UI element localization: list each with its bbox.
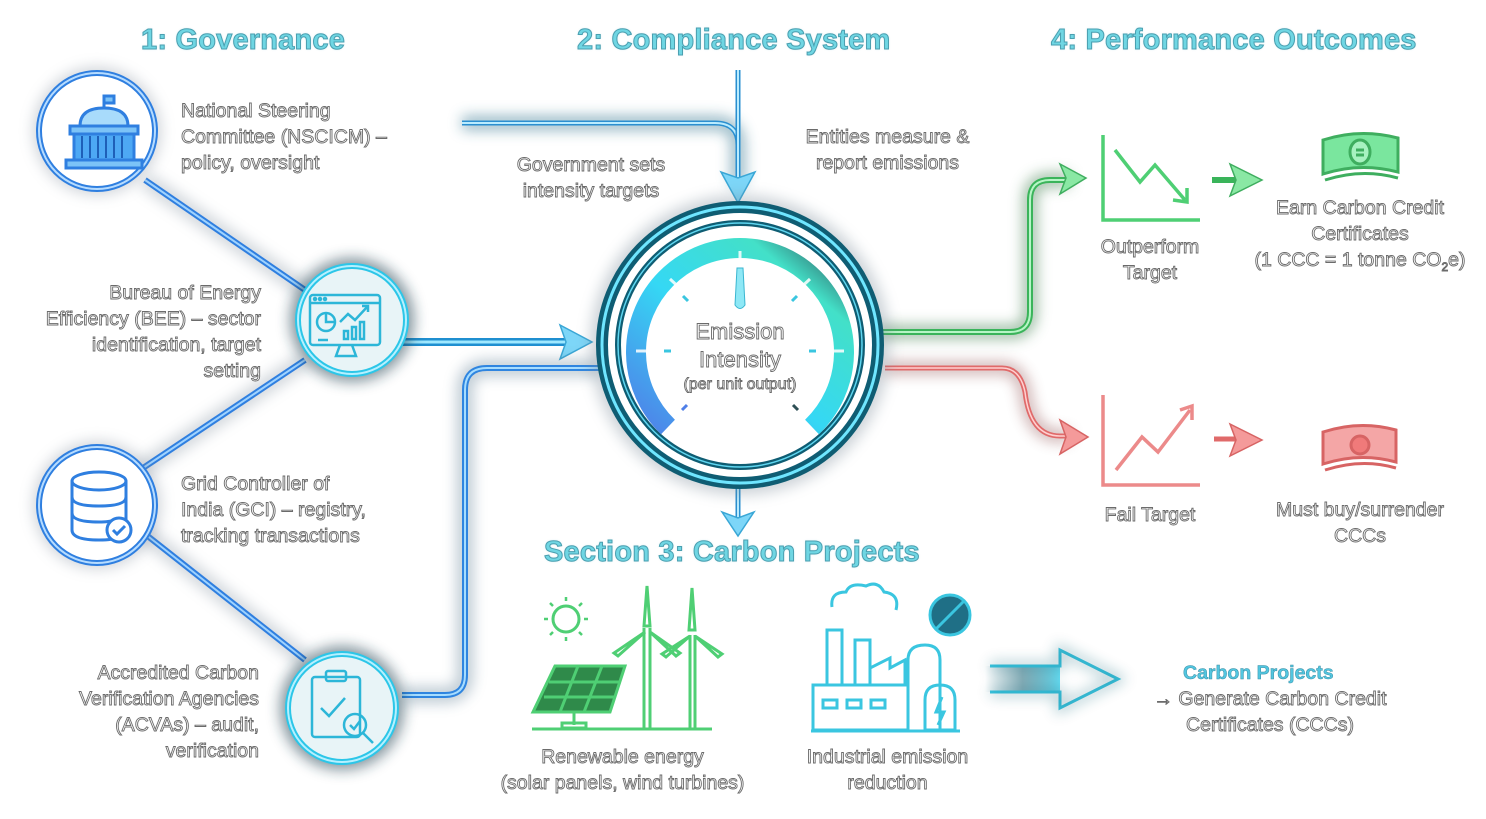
co2-subscript: 2 bbox=[1441, 259, 1449, 274]
acva-line2: Verification Agencies bbox=[79, 688, 260, 711]
outcomes-title: 4: Performance Outcomes bbox=[1051, 24, 1417, 57]
nscicm-label: National Steering Committee (NSCICM) – p… bbox=[181, 98, 388, 176]
entities-note-line2: report emissions bbox=[815, 152, 960, 175]
gci-line1: Grid Controller of bbox=[181, 473, 330, 496]
government-note-line2: intensity targets bbox=[522, 180, 660, 203]
projects-arrow bbox=[720, 488, 756, 538]
sun-icon bbox=[544, 597, 588, 641]
gci-line2: India (GCI) – registry, bbox=[181, 499, 367, 522]
gauge-line2: Intensity bbox=[699, 347, 782, 373]
clipboard-audit-icon bbox=[310, 669, 374, 744]
carbon-projects-result: → Generate Carbon Credit Certificates (C… bbox=[1130, 686, 1410, 738]
nscicm-line3: policy, oversight bbox=[181, 152, 320, 175]
government-sets-note: Government sets intensity targets bbox=[500, 152, 682, 204]
chart-down-icon bbox=[1101, 135, 1200, 222]
earn-line3: (1 CCC = 1 tonne CO2e) bbox=[1240, 247, 1480, 280]
governance-title: 1: Governance bbox=[140, 24, 346, 57]
renewable-line2: (solar panels, wind turbines) bbox=[500, 772, 745, 795]
gauge-line1: Emission bbox=[695, 319, 785, 345]
money-red-icon bbox=[1321, 423, 1398, 472]
acva-to-gauge-path bbox=[402, 360, 600, 703]
solar-panel-icon bbox=[530, 664, 628, 730]
factory-emission-icon bbox=[811, 582, 972, 733]
acva-label: Accredited Carbon Verification Agencies … bbox=[79, 660, 260, 764]
governance-node-bee[interactable] bbox=[290, 258, 414, 382]
governance-node-acva[interactable] bbox=[280, 646, 404, 770]
bee-line1: Bureau of Energy bbox=[109, 282, 262, 305]
acva-line3: (ACVAs) – audit, bbox=[115, 714, 260, 737]
compliance-title: 2: Compliance System bbox=[576, 24, 891, 57]
carbon-projects-result-title: Carbon Projects bbox=[1183, 662, 1334, 685]
outperform-label: Outperform Target bbox=[1080, 234, 1220, 286]
earn-line2: Certificates bbox=[1311, 223, 1409, 246]
target-arrow bbox=[462, 70, 757, 205]
must-buy-label: Must buy/surrender CCCs bbox=[1240, 497, 1480, 549]
chart-up-icon bbox=[1101, 395, 1200, 487]
nscicm-line1: National Steering bbox=[181, 100, 331, 123]
failure-path bbox=[885, 362, 1264, 458]
emission-intensity-gauge[interactable] bbox=[590, 195, 890, 495]
result-line1: → Generate Carbon Credit bbox=[1153, 688, 1387, 711]
industrial-label: Industrial emission reduction bbox=[780, 744, 995, 796]
renewable-label: Renewable energy (solar panels, wind tur… bbox=[480, 744, 765, 796]
earn-ccc-label: Earn Carbon Credit Certificates (1 CCC =… bbox=[1240, 195, 1480, 280]
nscicm-line2: Committee (NSCICM) – bbox=[181, 126, 388, 149]
must-buy-line1: Must buy/surrender bbox=[1276, 499, 1445, 522]
projects-result-arrow bbox=[985, 642, 1129, 716]
earn-line3-text: (1 CCC = 1 tonne CO bbox=[1254, 249, 1442, 272]
industrial-line2: reduction bbox=[847, 772, 928, 795]
acva-line4: verification bbox=[165, 740, 259, 763]
earn-line1: Earn Carbon Credit bbox=[1276, 197, 1445, 220]
gauge-line3: (per unit output) bbox=[683, 376, 797, 394]
acva-line1: Accredited Carbon bbox=[97, 662, 259, 685]
bee-line3: identification, target bbox=[91, 334, 261, 357]
result-line2: Certificates (CCCs) bbox=[1186, 714, 1355, 737]
bee-to-gauge-arrow bbox=[400, 323, 594, 361]
wind-turbine-icon bbox=[532, 585, 725, 731]
database-check-icon bbox=[70, 470, 133, 544]
success-path bbox=[880, 162, 1264, 339]
renewable-line1: Renewable energy bbox=[541, 746, 705, 769]
money-green-icon bbox=[1321, 131, 1400, 182]
renewable-energy-icon bbox=[530, 585, 725, 731]
gauge-label: Emission Intensity (per unit output) bbox=[640, 318, 840, 396]
gci-label: Grid Controller of India (GCI) – registr… bbox=[181, 471, 367, 549]
industrial-line1: Industrial emission bbox=[806, 746, 969, 769]
projects-title: Section 3: Carbon Projects bbox=[544, 536, 921, 569]
gci-line3: tracking transactions bbox=[181, 525, 361, 548]
outperform-line2: Target bbox=[1122, 262, 1178, 285]
governance-connectors bbox=[135, 173, 310, 667]
gauge-arc bbox=[626, 238, 854, 435]
governance-node-nscicm[interactable] bbox=[33, 67, 161, 195]
analytics-monitor-icon bbox=[308, 293, 382, 358]
government-note-line1: Government sets bbox=[516, 154, 666, 177]
governance-node-gci[interactable] bbox=[33, 441, 161, 569]
bee-line4: setting bbox=[203, 360, 261, 383]
fail-target-label: Fail Target bbox=[1104, 504, 1196, 527]
government-building-icon bbox=[64, 94, 144, 170]
entities-measure-note: Entities measure & report emissions bbox=[785, 124, 990, 176]
bee-line2: Efficiency (BEE) – sector bbox=[45, 308, 261, 331]
entities-note-line1: Entities measure & bbox=[805, 126, 970, 149]
must-buy-line2: CCCs bbox=[1334, 525, 1387, 548]
bee-label: Bureau of Energy Efficiency (BEE) – sect… bbox=[45, 280, 262, 384]
outperform-line1: Outperform bbox=[1100, 236, 1200, 259]
earn-line3-suffix: e) bbox=[1448, 249, 1466, 272]
